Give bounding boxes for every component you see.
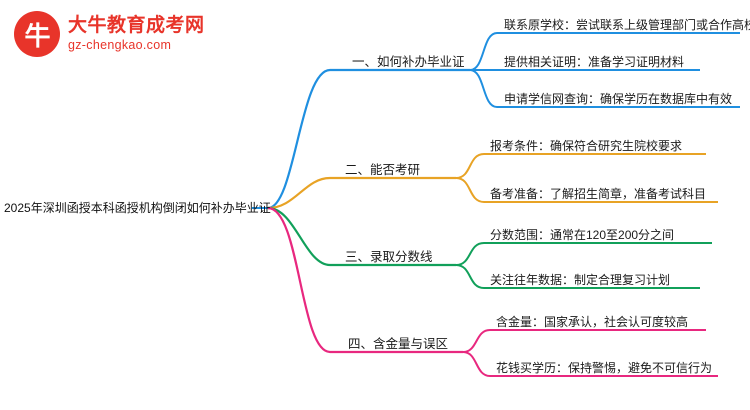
leaf-label-3-1: 分数范围：通常在120至200分之间	[490, 228, 675, 242]
branch-label-3: 三、录取分数线	[345, 250, 433, 264]
branch-label-1: 一、如何补办毕业证	[352, 55, 465, 69]
branch-label-4: 四、含金量与误区	[348, 337, 449, 351]
leaf-label-1-2: 提供相关证明：准备学习证明材料	[504, 55, 685, 69]
leaf-connector-4-2	[462, 351, 491, 377]
branch-connector-1	[267, 68, 331, 210]
leaf-label-1-1: 联系原学校：尝试联系上级管理部门或合作高校	[504, 18, 750, 32]
leaf-connector-1-3	[469, 69, 498, 108]
branch-connector-3	[267, 206, 331, 267]
leaf-connector-4-1	[462, 329, 491, 353]
leaf-label-2-2: 备考准备：了解招生简章，准备考试科目	[490, 187, 707, 201]
bull-logo-icon: 牛	[14, 11, 60, 57]
site-logo: 牛 大牛教育成考网 gz-chengkao.com	[14, 6, 214, 62]
leaf-connector-3-1	[455, 242, 485, 266]
logo-text: 大牛教育成考网 gz-chengkao.com	[68, 16, 205, 52]
branch-connector-4	[267, 206, 331, 354]
leaf-connector-2-1	[455, 153, 485, 179]
leaf-connector-1-1	[469, 32, 498, 71]
mindmap-root-label: 2025年深圳函授本科函授机构倒闭如何补办毕业证	[4, 201, 271, 215]
leaf-connector-3-2	[455, 264, 485, 289]
leaf-label-3-2: 关注往年数据：制定合理复习计划	[490, 273, 671, 287]
leaf-connector-2-2	[455, 177, 485, 203]
branch-label-2: 二、能否考研	[345, 163, 421, 177]
leaf-label-1-3: 申请学信网查询：确保学历在数据库中有效	[504, 92, 733, 106]
branch-connector-2	[267, 176, 331, 210]
bull-logo-glyph: 牛	[24, 21, 50, 51]
logo-title: 大牛教育成考网	[68, 14, 205, 36]
leaf-label-4-2: 花钱买学历：保持警惕，避免不可信行为	[496, 361, 713, 375]
leaf-label-4-1: 含金量：国家承认，社会认可度较高	[496, 315, 689, 329]
leaf-label-2-1: 报考条件：确保符合研究生院校要求	[490, 139, 683, 153]
logo-subtitle: gz-chengkao.com	[68, 37, 172, 52]
